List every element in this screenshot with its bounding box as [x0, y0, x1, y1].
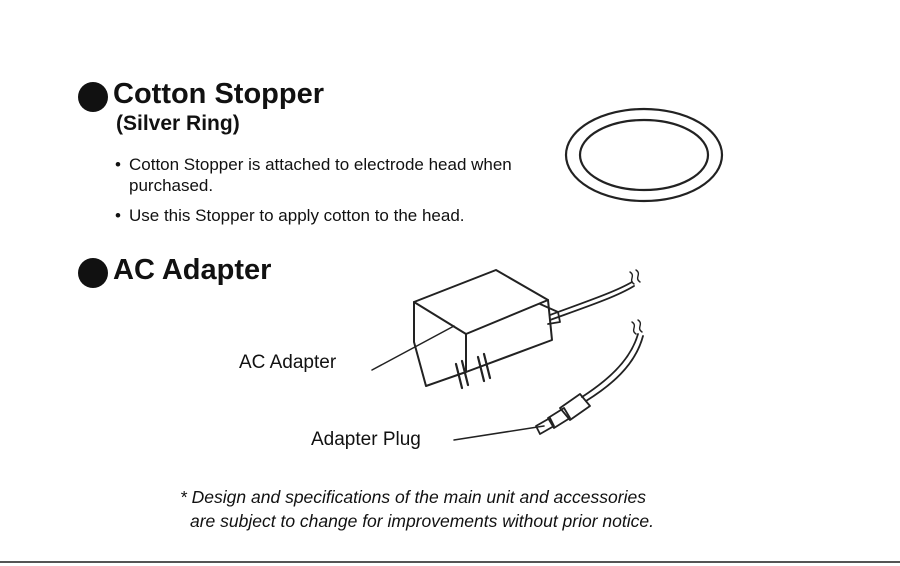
list-bullet-icon: • [115, 206, 121, 225]
adapter-plug-label: Adapter Plug [311, 429, 421, 450]
cotton-stopper-title: Cotton Stopper [113, 78, 325, 110]
footnote-line-2: are subject to change for improvements w… [190, 511, 654, 531]
ac-adapter-leader-line [371, 325, 455, 371]
ac-adapter-illustration [413, 269, 644, 435]
cotton-stopper-subtitle: (Silver Ring) [116, 112, 240, 135]
ac-adapter-title: AC Adapter [113, 254, 272, 286]
silver-ring-icon [564, 107, 724, 203]
cotton-stopper-item-text: Use this Stopper to apply cotton to the … [129, 206, 465, 225]
cotton-stopper-item-2: • Use this Stopper to apply cotton to th… [115, 205, 575, 226]
ac-adapter-label: AC Adapter [239, 352, 337, 373]
cotton-stopper-bullet-icon [78, 82, 108, 112]
bottom-divider [0, 561, 900, 563]
list-bullet-icon: • [115, 155, 121, 174]
ac-adapter-bullet-icon [78, 258, 108, 288]
footnote-line-1: * Design and specifications of the main … [180, 487, 646, 507]
cotton-stopper-item-1: • Cotton Stopper is attached to electrod… [115, 154, 565, 196]
adapter-plug-leader-line [453, 425, 545, 441]
cotton-stopper-item-text: Cotton Stopper is attached to electrode … [129, 155, 512, 195]
